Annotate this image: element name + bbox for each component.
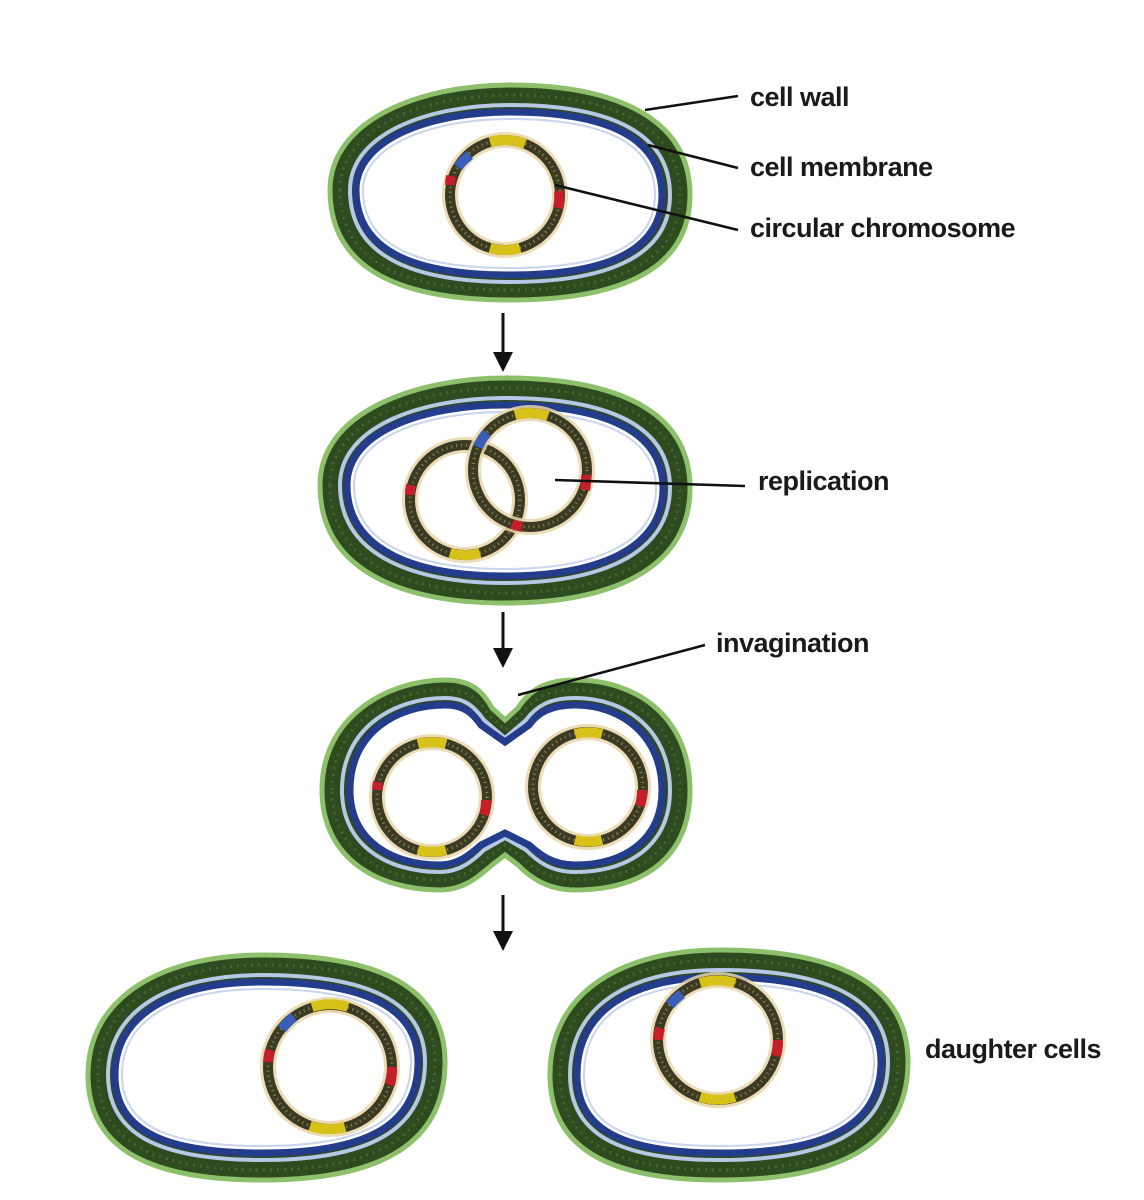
cell-membrane-highlight — [352, 410, 658, 571]
arrow-down-3 — [493, 895, 513, 951]
cell-membrane-highlight — [582, 982, 876, 1148]
cell-membrane-halo — [337, 395, 673, 586]
cell-membrane-highlight — [120, 987, 413, 1148]
cell-membrane-leader — [647, 143, 739, 170]
parent-cell — [327, 82, 693, 303]
arrow-down-2 — [493, 612, 513, 668]
cell-membrane — [352, 108, 666, 279]
chromosome-copy-left — [402, 437, 528, 563]
cell-wall-texture — [330, 688, 682, 882]
chromosome-copy-right — [465, 405, 595, 535]
circular-chromosome — [650, 972, 786, 1108]
cell-membrane-halo — [567, 967, 891, 1163]
cell-wall-texture — [338, 93, 682, 292]
circular-chromosome-label: circular chromosome — [750, 213, 1016, 243]
daughter-cell-right — [547, 947, 911, 1183]
arrow-down-1 — [493, 313, 513, 372]
cell-membrane-halo — [339, 695, 673, 875]
invagination-label: invagination — [716, 628, 869, 658]
cell-membrane-halo — [105, 972, 428, 1163]
dividing-cell — [319, 677, 693, 893]
chromosome-daughter-left — [369, 734, 495, 860]
circular-chromosome — [442, 132, 568, 258]
chromosome-leader — [554, 183, 739, 232]
daughter-cell-left — [85, 952, 448, 1183]
replicating-cell — [317, 375, 693, 606]
cell-wall-leader — [644, 94, 739, 112]
replication-leader — [554, 478, 746, 488]
cell-membrane-halo — [347, 102, 673, 285]
cell-membrane-label: cell membrane — [750, 152, 933, 182]
cell-wall-texture — [558, 958, 900, 1172]
chromosome-daughter-right — [525, 724, 651, 850]
cell-wall-label: cell wall — [750, 82, 849, 112]
invagination-leader — [517, 643, 706, 697]
circular-chromosome — [260, 997, 400, 1137]
daughter-cells-label: daughter cells — [925, 1034, 1101, 1064]
replication-label: replication — [758, 466, 889, 496]
cell-membrane-highlight — [361, 117, 657, 270]
